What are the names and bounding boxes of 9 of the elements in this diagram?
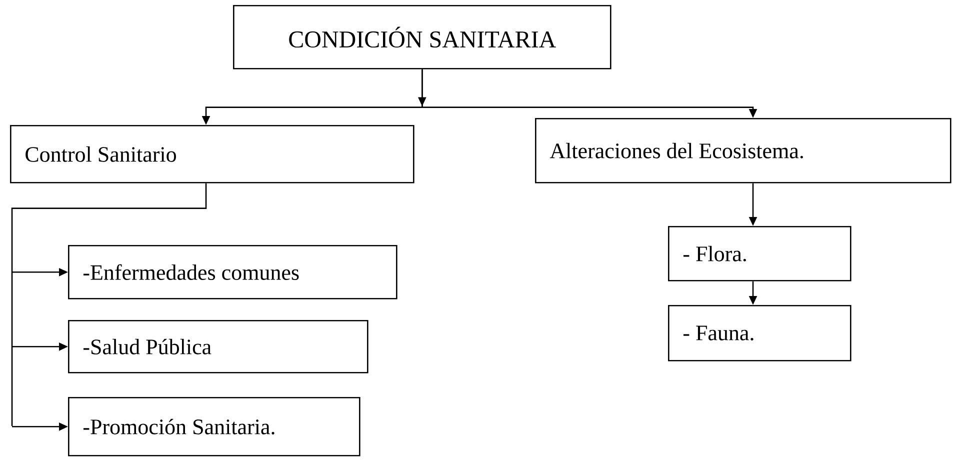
text-box: CONDICIÓN SANITARIA <box>233 4 612 70</box>
text-box: - Fauna. <box>668 305 852 362</box>
text-box: - Flora. <box>668 226 852 282</box>
text-box: -Salud Pública <box>68 320 368 374</box>
text-box: Control Sanitario <box>10 125 414 184</box>
text-box: -Promoción Sanitaria. <box>68 396 360 456</box>
text-box: -Enfermedades comunes <box>68 244 398 300</box>
connector-line <box>11 183 207 426</box>
text-box: Alteraciones del Ecosistema. <box>535 118 952 184</box>
